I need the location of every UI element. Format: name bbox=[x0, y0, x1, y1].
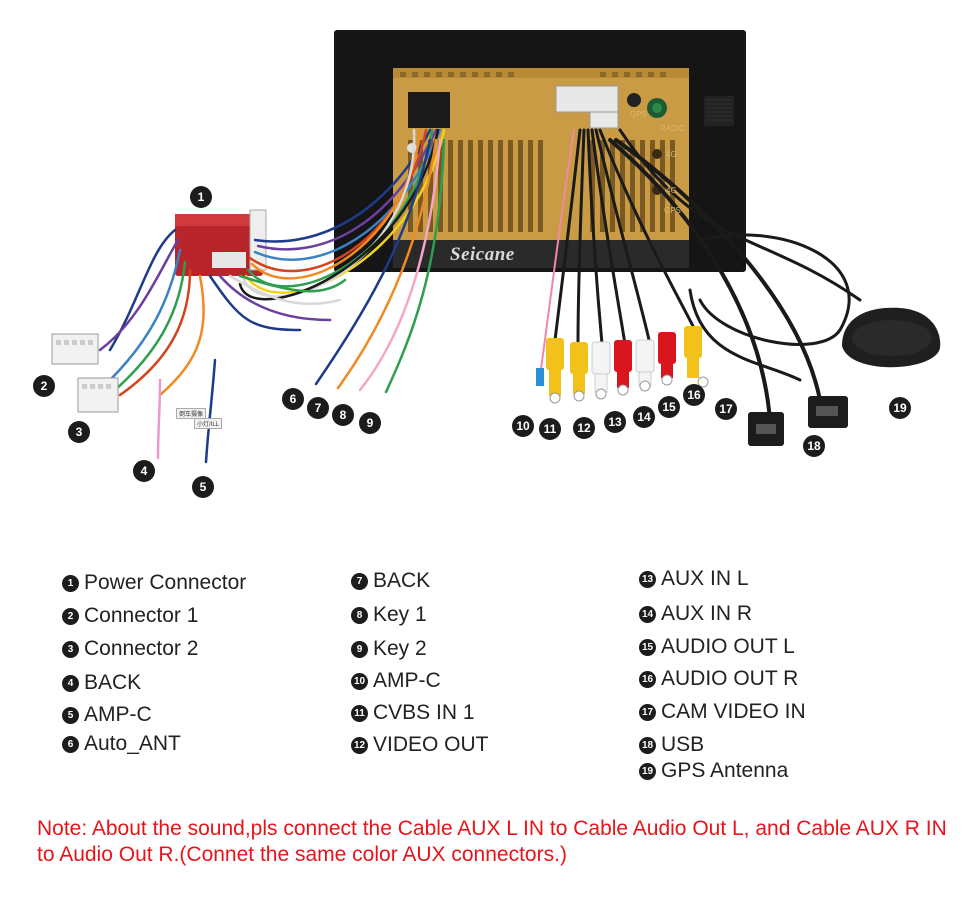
legend-number: 8 bbox=[351, 606, 368, 624]
legend-item: 1 Power Connector bbox=[62, 571, 246, 595]
port-label-radio: RADIO bbox=[660, 124, 686, 133]
legend-label: AUDIO OUT L bbox=[661, 635, 795, 658]
callout-8: 8 bbox=[332, 404, 354, 426]
callout-6: 6 bbox=[282, 388, 304, 410]
legend-item: 8 Key 1 bbox=[351, 603, 427, 627]
port-label-4g-2: 4G bbox=[666, 186, 677, 195]
legend-number: 6 bbox=[62, 735, 79, 753]
legend-label: CVBS IN 1 bbox=[373, 701, 475, 724]
port-label-gps: GPS bbox=[630, 110, 647, 119]
wire-tag-ill: 小灯/ILL bbox=[194, 418, 223, 429]
legend-number: 13 bbox=[639, 570, 656, 588]
legend-number: 2 bbox=[62, 607, 79, 625]
callout-13: 13 bbox=[604, 411, 626, 433]
callout-12: 12 bbox=[573, 417, 595, 439]
legend-label: USB bbox=[661, 733, 705, 756]
legend-label: AMP-C bbox=[84, 703, 152, 726]
callout-5: 5 bbox=[192, 476, 214, 498]
callout-16: 16 bbox=[683, 384, 705, 406]
connector-2-plug bbox=[77, 377, 119, 413]
legend-item: 17 CAM VIDEO IN bbox=[639, 700, 806, 724]
wiring-diagram: Seicane GPS RADIO 4G 4G GPS 倒车摄像 小灯/ILL … bbox=[33, 30, 941, 498]
legend-number: 18 bbox=[639, 736, 656, 754]
legend-label: Power Connector bbox=[84, 571, 247, 594]
legend-number: 19 bbox=[639, 762, 656, 780]
legend-label: GPS Antenna bbox=[661, 759, 789, 782]
legend-label: Auto_ANT bbox=[84, 732, 181, 755]
legend-number: 7 bbox=[351, 572, 368, 590]
port-label-gps-2: GPS bbox=[664, 206, 681, 215]
legend-item: 19 GPS Antenna bbox=[639, 759, 788, 783]
callout-9: 9 bbox=[359, 412, 381, 434]
legend-label: BACK bbox=[373, 569, 431, 592]
legend-item: 5 AMP-C bbox=[62, 703, 152, 727]
legend-label: AMP-C bbox=[373, 669, 441, 692]
callout-10: 10 bbox=[512, 415, 534, 437]
legend-item: 11 CVBS IN 1 bbox=[351, 701, 475, 725]
legend-number: 15 bbox=[639, 638, 656, 656]
legend-item: 18 USB bbox=[639, 733, 704, 757]
legend-item: 4 BACK bbox=[62, 671, 141, 695]
legend-item: 6 Auto_ANT bbox=[62, 732, 181, 756]
wire-tag-back: 倒车摄像 bbox=[176, 408, 207, 419]
callout-11: 11 bbox=[539, 418, 561, 440]
legend-item: 3 Connector 2 bbox=[62, 637, 198, 661]
callout-14: 14 bbox=[633, 406, 655, 428]
legend-label: BACK bbox=[84, 671, 142, 694]
legend-item: 7 BACK bbox=[351, 569, 430, 593]
legend-number: 10 bbox=[351, 672, 368, 690]
legend-item: 9 Key 2 bbox=[351, 637, 427, 661]
callout-19: 19 bbox=[889, 397, 911, 419]
legend-number: 17 bbox=[639, 703, 656, 721]
legend-item: 15 AUDIO OUT L bbox=[639, 635, 795, 659]
callout-3: 3 bbox=[68, 421, 90, 443]
legend-label: Key 1 bbox=[373, 603, 427, 626]
legend-label: AUX IN R bbox=[661, 602, 753, 625]
callout-4: 4 bbox=[133, 460, 155, 482]
brand-logo: Seicane bbox=[450, 244, 515, 265]
callout-15: 15 bbox=[658, 396, 680, 418]
legend-number: 9 bbox=[351, 640, 368, 658]
callout-7: 7 bbox=[307, 397, 329, 419]
legend-number: 3 bbox=[62, 640, 79, 658]
port-label-4g-1: 4G bbox=[666, 150, 677, 159]
callout-1: 1 bbox=[190, 186, 212, 208]
connector-1-plug bbox=[51, 333, 99, 365]
legend-label: AUX IN L bbox=[661, 567, 749, 590]
legend-label: Key 2 bbox=[373, 637, 427, 660]
legend-label: Connector 1 bbox=[84, 604, 199, 627]
legend-item: 14 AUX IN R bbox=[639, 602, 752, 626]
legend-number: 5 bbox=[62, 706, 79, 724]
legend-label: CAM VIDEO IN bbox=[661, 700, 806, 723]
legend-number: 14 bbox=[639, 605, 656, 623]
legend-number: 4 bbox=[62, 674, 79, 692]
callout-17: 17 bbox=[715, 398, 737, 420]
legend-label: Connector 2 bbox=[84, 637, 199, 660]
legend-label: AUDIO OUT R bbox=[661, 667, 799, 690]
legend-item: 13 AUX IN L bbox=[639, 567, 749, 591]
legend-number: 16 bbox=[639, 670, 656, 688]
callout-18: 18 bbox=[803, 435, 825, 457]
callout-2: 2 bbox=[33, 375, 55, 397]
legend-number: 12 bbox=[351, 736, 368, 754]
legend-number: 1 bbox=[62, 574, 79, 592]
legend-number: 11 bbox=[351, 704, 368, 722]
rca-plug-group bbox=[546, 326, 709, 404]
legend-item: 2 Connector 1 bbox=[62, 604, 198, 628]
diagram-illustration bbox=[51, 30, 941, 464]
legend-item: 10 AMP-C bbox=[351, 669, 441, 693]
legend-item: 12 VIDEO OUT bbox=[351, 733, 489, 757]
sound-connection-note: Note: About the sound,pls connect the Ca… bbox=[37, 817, 947, 866]
legend-item: 16 AUDIO OUT R bbox=[639, 667, 798, 691]
legend-label: VIDEO OUT bbox=[373, 733, 489, 756]
